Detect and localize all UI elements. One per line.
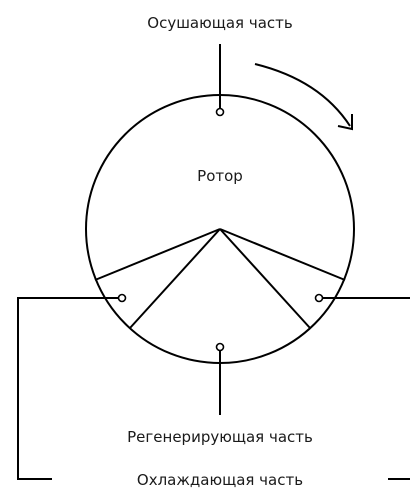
regeneration-point [215,342,225,352]
sector-line-lower-right [219,228,311,329]
regenerating-section-label: Регенерирующая часть [127,428,313,446]
rotor-label: Ротор [197,167,243,185]
cooling-section-label: Охлаждающая часть [137,471,303,489]
cooling-bracket-left [17,297,122,480]
cooling-point-right [314,293,324,303]
sector-line-left [94,228,221,281]
drying-section-label: Осушающая часть [147,14,292,32]
cooling-point-left [117,293,127,303]
sector-line-right [219,228,346,281]
sector-line-lower-left [129,228,221,329]
drying-point [215,107,225,117]
rotation-arrow [254,63,351,127]
rotation-arrow-head [337,114,353,131]
